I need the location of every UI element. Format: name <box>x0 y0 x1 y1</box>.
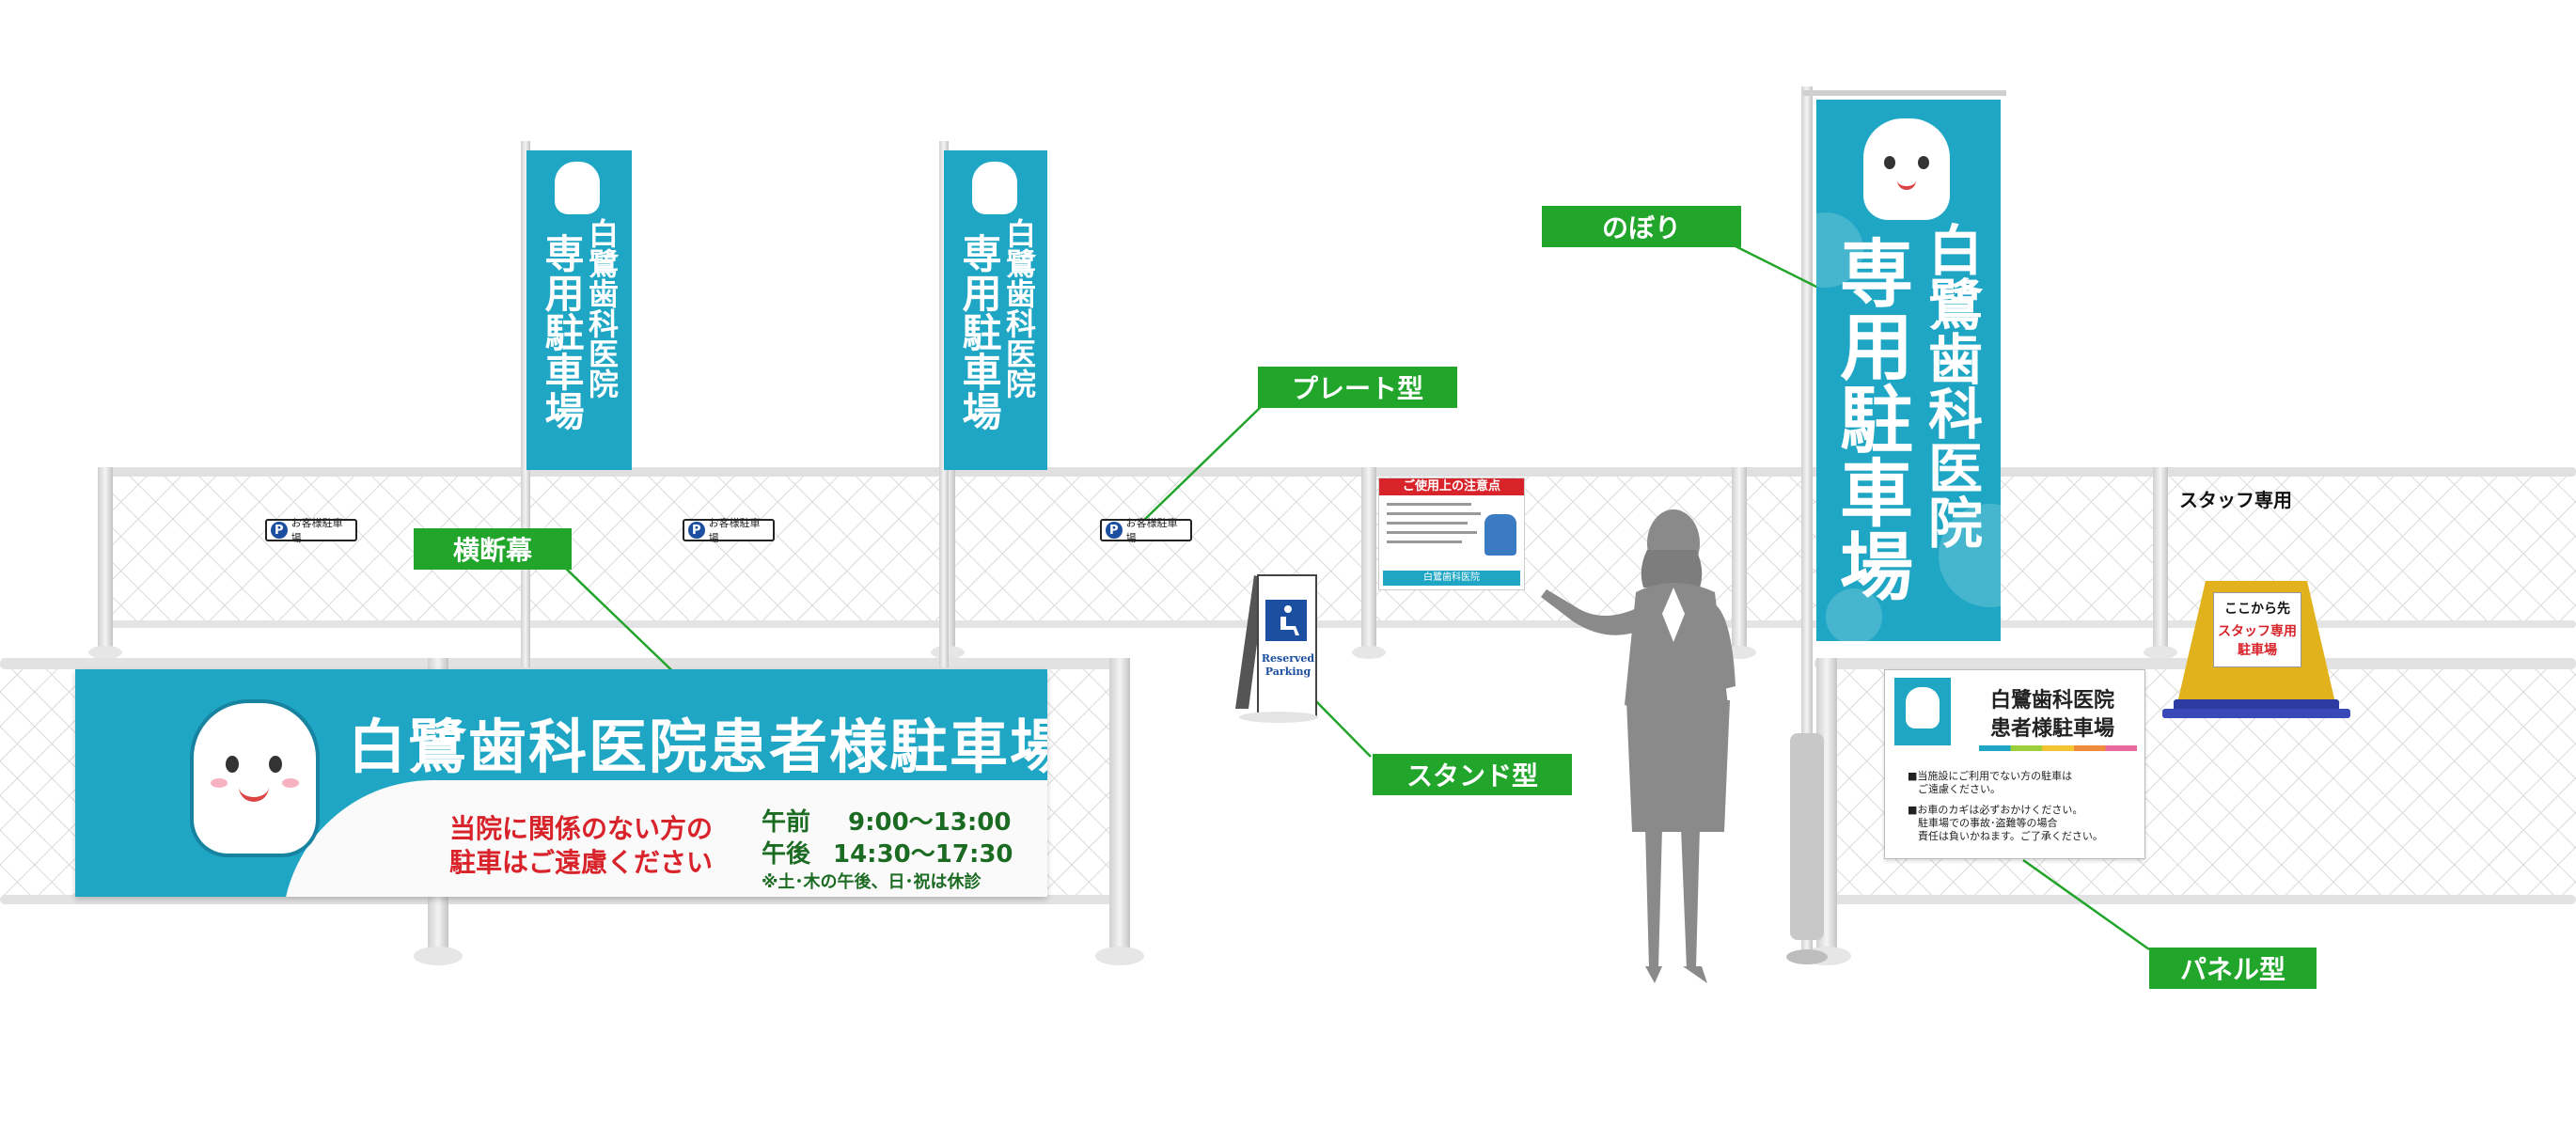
banner-notice-1: 当院に関係のない方の <box>449 813 714 844</box>
banner: 白鷺歯科医院患者様駐車場 当院に関係のない方の 駐車はご遠慮ください 午前 9:… <box>75 669 1047 897</box>
banner-am-hours: 9:00〜13:00 <box>848 808 1012 837</box>
cone-sign-board: ここから先 スタッフ専用 駐車場 <box>2213 592 2301 667</box>
nobori-large: 白鷺歯科医院 専用駐車場 <box>1816 100 2001 641</box>
nobori-large-line1: 白鷺歯科医院 <box>1919 222 1983 549</box>
nobori-pole-1 <box>521 141 530 667</box>
parking-plate-text: お客様駐車場 <box>291 517 343 544</box>
banner-tooth-mascot-icon <box>194 703 316 854</box>
stand-text-1: Reserved <box>1261 652 1315 665</box>
panel-title-1: 白鷺歯科医院 <box>1990 689 2115 713</box>
label-panel: パネル型 <box>2149 948 2317 989</box>
parking-plate-2: P お客様駐車場 <box>683 517 775 544</box>
cone-sign-line1: ここから先 <box>2224 602 2290 617</box>
notice-board-footer: 白鷺歯科医院 <box>1383 571 1520 586</box>
parking-plate-3: P お客様駐車場 <box>1100 517 1192 544</box>
parking-p-icon: P <box>271 522 288 539</box>
nobori-large-line2: 専用駐車場 <box>1828 235 1912 602</box>
notice-board: ご使用上の注意点 白鷺歯科医院 <box>1378 478 1525 590</box>
banner-white-swoosh <box>282 780 1047 897</box>
panel-color-bar <box>1979 745 2137 751</box>
label-nobori: のぼり <box>1542 206 1741 247</box>
banner-pm-label: 午後 <box>762 840 811 869</box>
panel-bullet-2c: 責任は負いかねます。ご了承ください。 <box>1908 830 2103 842</box>
nobori-small-1: 白鷺歯科医院 専用駐車場 <box>526 150 632 470</box>
tooth-mascot-icon <box>972 162 1017 214</box>
nobori-small-2-line1: 白鷺歯科医院 <box>1001 218 1037 399</box>
label-stand: スタンド型 <box>1373 754 1572 795</box>
cone-sign-line3: 駐車場 <box>2238 643 2277 658</box>
tooth-mascot-icon <box>555 162 600 214</box>
panel-tooth-icon <box>1894 678 1951 745</box>
label-plate: プレート型 <box>1258 367 1457 408</box>
banner-closed-note: ※土･木の午後、日･祝は休診 <box>762 872 982 892</box>
parking-plate-text: お客様駐車場 <box>1125 517 1178 544</box>
woman-silhouette <box>1541 509 1736 983</box>
parking-plate-1: P お客様駐車場 <box>265 517 357 544</box>
nobori-small-1-line2: 専用駐車場 <box>539 233 585 431</box>
stand-text-2: Parking <box>1264 666 1312 678</box>
banner-notice-2: 駐車はご遠慮ください <box>449 847 714 878</box>
notice-board-title: ご使用上の注意点 <box>1379 478 1524 495</box>
panel-bullet-2b: 駐車場での事故･盗難等の場合 <box>1908 817 2058 829</box>
nobori-water-tank <box>1790 733 1824 940</box>
nobori-small-2: 白鷺歯科医院 専用駐車場 <box>944 150 1047 470</box>
person-illustration-icon <box>1484 514 1516 556</box>
nobori-small-1-line1: 白鷺歯科医院 <box>584 218 620 399</box>
nobori-small-2-line2: 専用駐車場 <box>956 233 1002 431</box>
panel-title-2: 患者様駐車場 <box>1990 717 2115 741</box>
panel-bullet-1b: ご遠慮ください。 <box>1908 783 2001 795</box>
reserved-stand-graphic <box>1235 574 1318 723</box>
panel-bullet-1a: ■当施設にご利用でない方の駐車は <box>1908 770 2073 782</box>
banner-pm-hours: 14:30〜17:30 <box>833 840 1013 869</box>
label-banner: 横断幕 <box>414 528 572 570</box>
banner-title: 白鷺歯科医院患者様駐車場 <box>348 713 1047 781</box>
woman-collar <box>1662 588 1685 642</box>
back-fence-rail-top <box>98 467 2576 477</box>
tooth-mascot-icon <box>1863 118 1950 220</box>
parking-p-icon: P <box>1106 522 1123 539</box>
panel-bullet-2a: ■お車のカギは必ずおかけください。 <box>1908 804 2083 816</box>
panel-sign: 白鷺歯科医院 患者様駐車場 ■当施設にご利用でない方の駐車は ご遠慮ください。 … <box>1884 669 2145 859</box>
cone-sign-line2: スタッフ専用 <box>2218 624 2297 639</box>
parking-p-icon: P <box>688 522 705 539</box>
parking-plate-text: お客様駐車場 <box>708 517 761 544</box>
staff-only-label: スタッフ専用 <box>2179 489 2292 511</box>
banner-am-label: 午前 <box>762 808 811 837</box>
